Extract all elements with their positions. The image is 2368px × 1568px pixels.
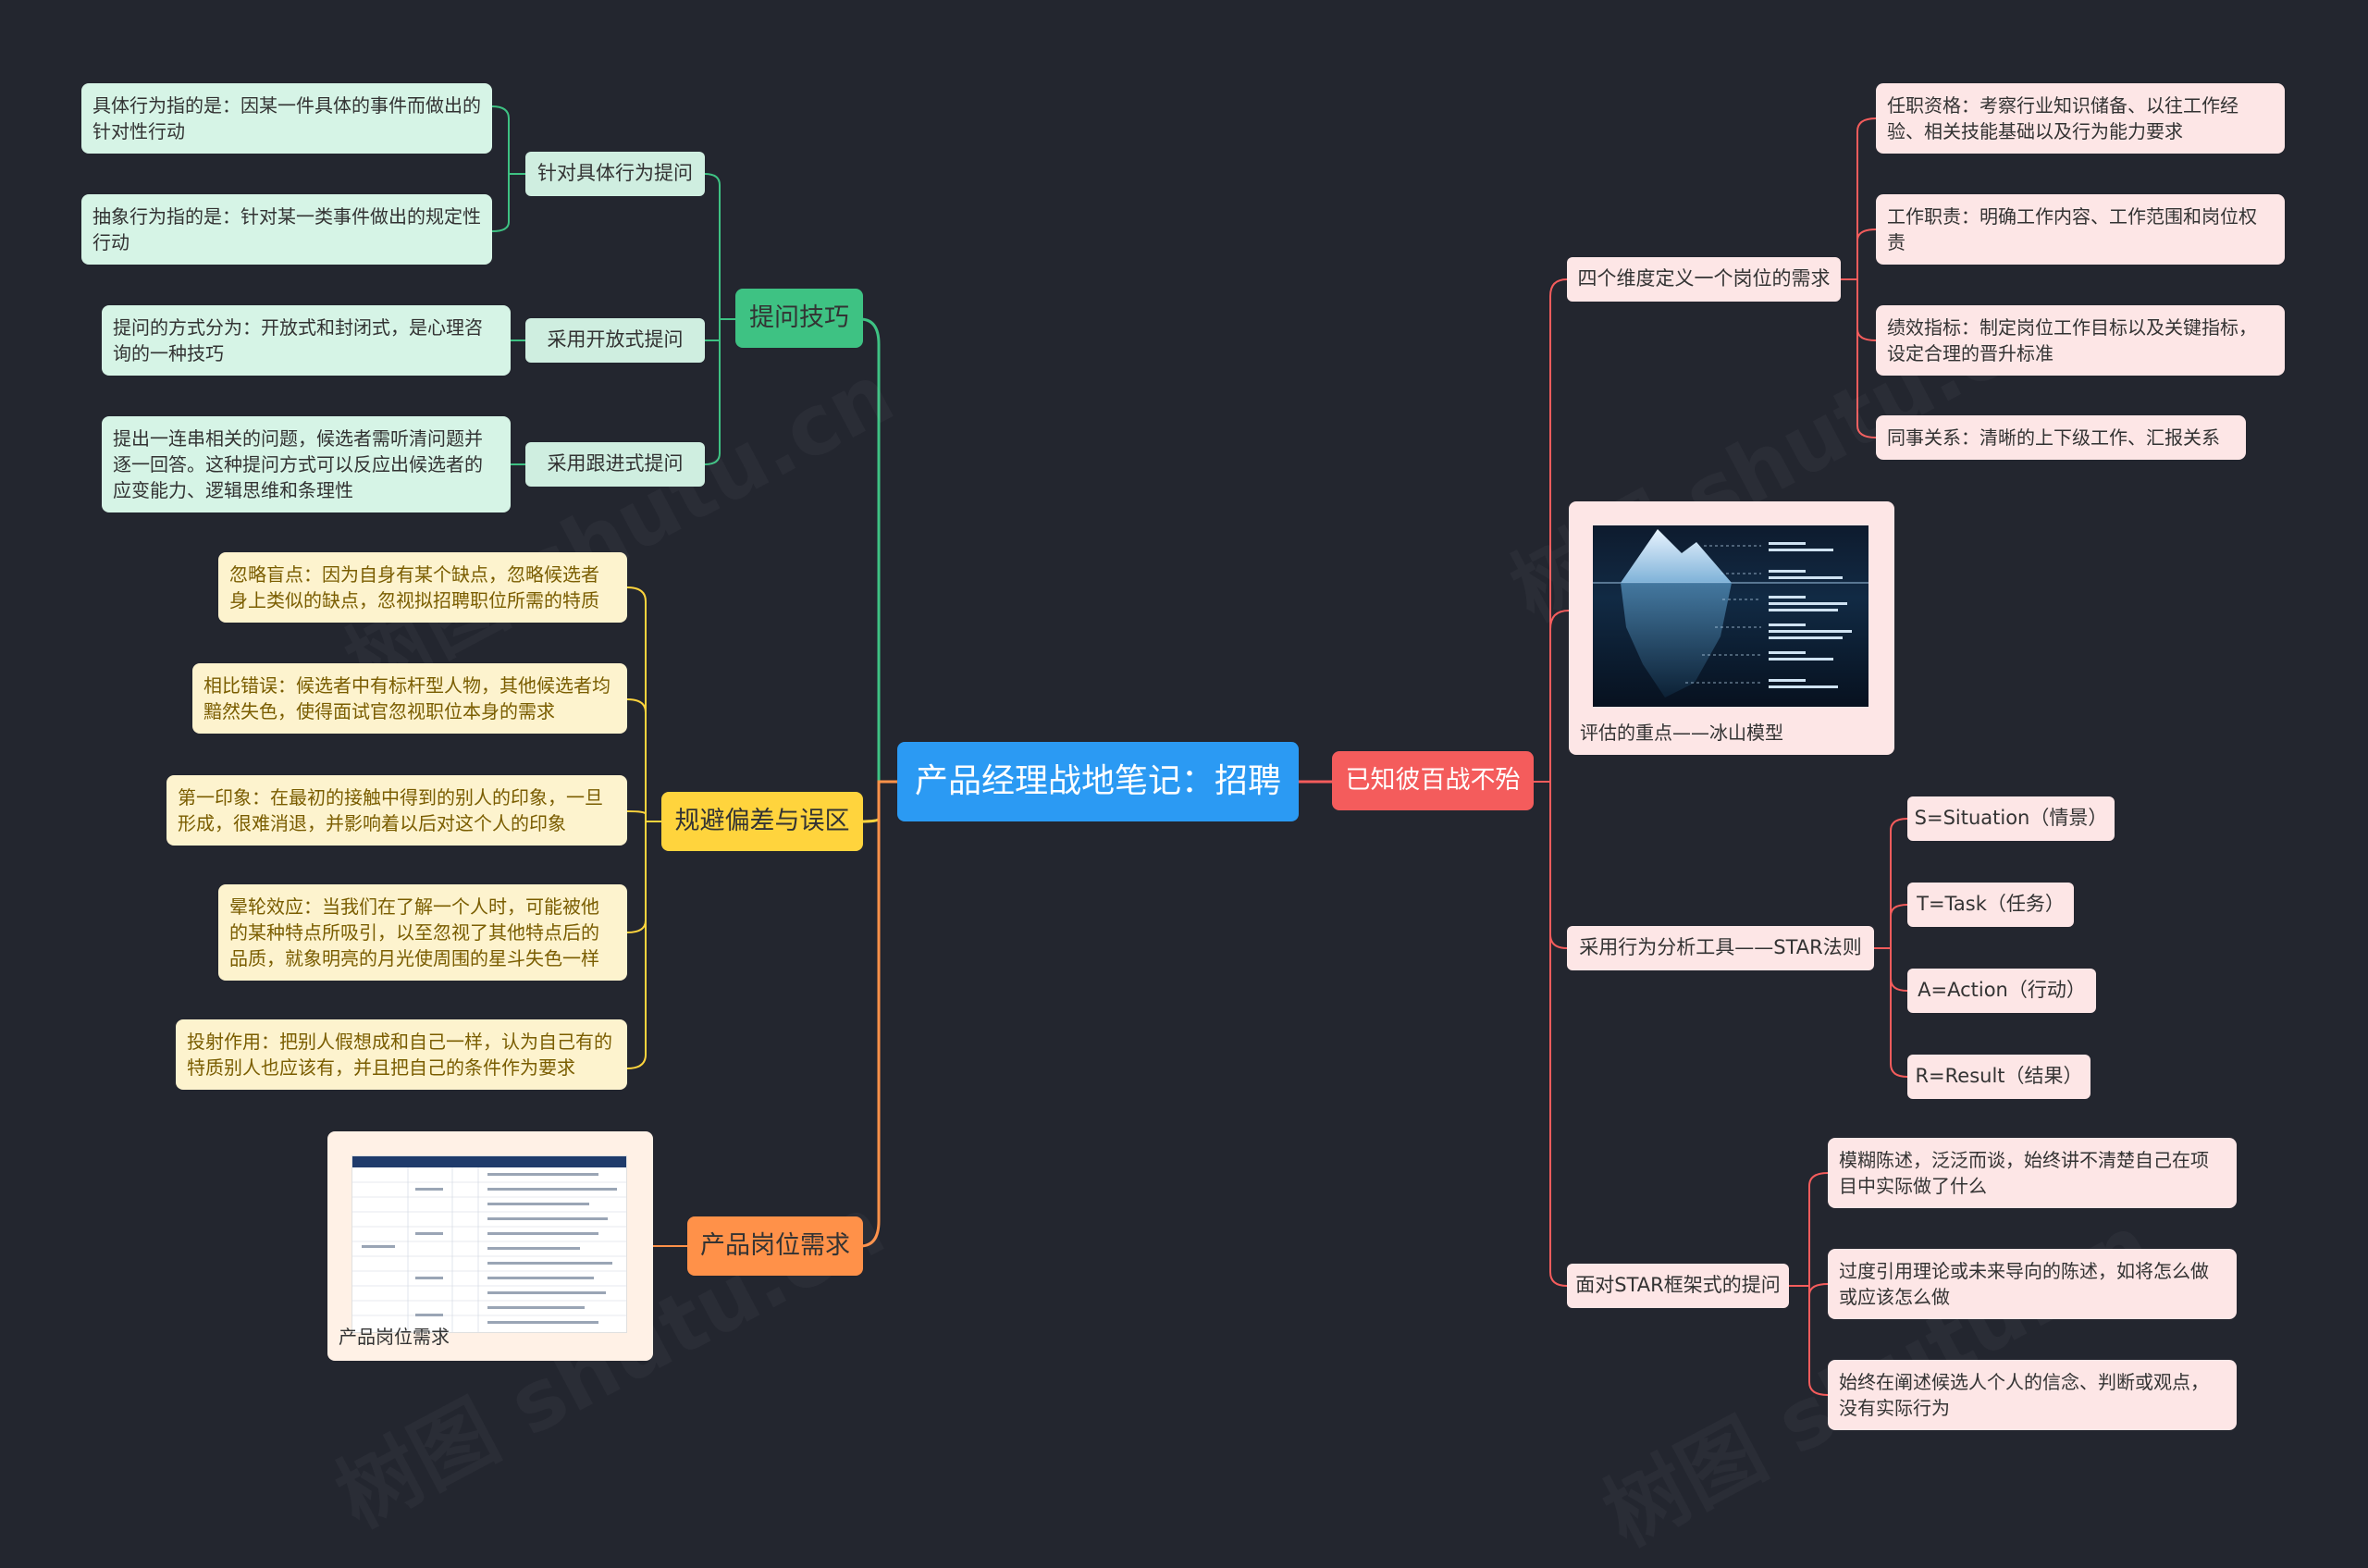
leaf-star-action[interactable]: A=Action（行动） — [1907, 969, 2096, 1013]
image-caption: 评估的重点——冰山模型 — [1580, 722, 1783, 744]
image-card-product-requirements[interactable]: 产品岗位需求 — [327, 1131, 653, 1361]
subtopic-open-question[interactable]: 采用开放式提问 — [525, 318, 705, 363]
subtopic-star-tool[interactable]: 采用行为分析工具——STAR法则 — [1567, 926, 1874, 970]
leaf-halo-effect[interactable]: 晕轮效应：当我们在了解一个人时，可能被他的某种特点所吸引，以至忽视了其他特点后的… — [218, 884, 627, 981]
leaf-abstract-behavior[interactable]: 抽象行为指的是：针对某一类事件做出的规定性行动 — [81, 194, 492, 265]
image-card-iceberg[interactable]: 评估的重点——冰山模型 — [1569, 501, 1894, 755]
subtopic-four-dimensions[interactable]: 四个维度定义一个岗位的需求 — [1567, 257, 1841, 302]
leaf-first-impression[interactable]: 第一印象：在最初的接触中得到的别人的印象，一旦形成，很难消退，并影响着以后对这个… — [166, 775, 627, 846]
leaf-projection[interactable]: 投射作用：把别人假想成和自己一样，认为自己有的特质别人也应该有，并且把自己的条件… — [176, 1019, 627, 1090]
leaf-belief-statement[interactable]: 始终在阐述候选人个人的信念、判断或观点，没有实际行为 — [1828, 1360, 2237, 1430]
leaf-star-situation[interactable]: S=Situation（情景） — [1907, 796, 2115, 841]
leaf-comparison-error[interactable]: 相比错误：候选者中有标杆型人物，其他候选者均黯然失色，使得面试官忽视职位本身的需… — [192, 663, 627, 734]
topic-chanpin-gangwei[interactable]: 产品岗位需求 — [687, 1216, 863, 1276]
leaf-blind-spot[interactable]: 忽略盲点：因为自身有某个缺点，忽略候选者身上类似的缺点，忽视拟招聘职位所需的特质 — [218, 552, 627, 623]
leaf-specific-behavior[interactable]: 具体行为指的是：因某一件具体的事件而做出的针对性行动 — [81, 83, 492, 154]
leaf-responsibility[interactable]: 工作职责：明确工作内容、工作范围和岗位权责 — [1876, 194, 2285, 265]
requirements-table-image — [352, 1155, 627, 1333]
image-caption: 产品岗位需求 — [339, 1326, 450, 1348]
leaf-star-result[interactable]: R=Result（结果） — [1907, 1055, 2090, 1099]
leaf-colleague[interactable]: 同事关系：清晰的上下级工作、汇报关系 — [1876, 415, 2246, 460]
topic-tiwen-jiqiao[interactable]: 提问技巧 — [735, 289, 863, 348]
iceberg-icon — [1593, 529, 1868, 698]
leaf-followup-question[interactable]: 提出一连串相关的问题，候选者需听清问题并逐一回答。这种提问方式可以反应出候选者的… — [102, 416, 511, 512]
leaf-theory-statement[interactable]: 过度引用理论或未来导向的陈述，如将怎么做或应该怎么做 — [1828, 1249, 2237, 1319]
leaf-qualification[interactable]: 任职资格：考察行业知识储备、以往工作经验、相关技能基础以及行为能力要求 — [1876, 83, 2285, 154]
topic-zhiji-zhibi[interactable]: 已知彼百战不殆 — [1332, 751, 1534, 810]
iceberg-image — [1593, 525, 1868, 707]
topic-guibi-piancha[interactable]: 规避偏差与误区 — [661, 792, 863, 851]
root-topic[interactable]: 产品经理战地笔记：招聘 — [897, 742, 1299, 821]
leaf-star-task[interactable]: T=Task（任务） — [1907, 883, 2074, 927]
leaf-open-question[interactable]: 提问的方式分为：开放式和封闭式，是心理咨询的一种技巧 — [102, 305, 511, 376]
subtopic-face-star[interactable]: 面对STAR框架式的提问 — [1567, 1264, 1789, 1308]
subtopic-followup-question[interactable]: 采用跟进式提问 — [525, 442, 705, 487]
leaf-vague-statement[interactable]: 模糊陈述，泛泛而谈，始终讲不清楚自己在项目中实际做了什么 — [1828, 1138, 2237, 1208]
leaf-performance[interactable]: 绩效指标：制定岗位工作目标以及关键指标，设定合理的晋升标准 — [1876, 305, 2285, 376]
connector-lines — [491, 105, 1908, 1396]
subtopic-specific-behavior[interactable]: 针对具体行为提问 — [525, 152, 705, 196]
table-thumbnail-icon — [352, 1156, 626, 1332]
